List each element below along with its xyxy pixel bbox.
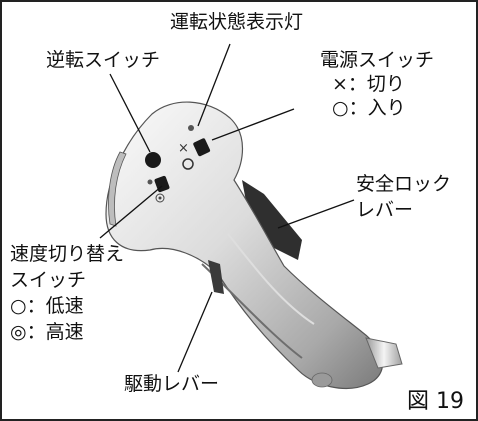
label-speed-switch-high: ◎：高速 bbox=[10, 321, 84, 343]
safety-lock-lever-shape bbox=[242, 180, 302, 260]
power-on-mark bbox=[182, 158, 194, 170]
label-drive-lever: 駆動レバー bbox=[124, 373, 220, 395]
grip-body-shape bbox=[105, 101, 384, 389]
label-speed-switch-line2: スイッチ bbox=[10, 269, 87, 291]
label-speed-switch-low: ○：低速 bbox=[10, 295, 84, 317]
indicator-light bbox=[188, 125, 194, 131]
speed-switch-button bbox=[154, 175, 170, 193]
power-switch-button bbox=[193, 138, 211, 157]
end-cap-shape bbox=[365, 337, 403, 369]
label-power-switch-off: ×：切り bbox=[332, 73, 405, 95]
label-power-switch-on: ○：入り bbox=[332, 97, 406, 119]
label-reverse-switch: 逆転スイッチ bbox=[46, 49, 161, 71]
leader-lines bbox=[99, 43, 355, 373]
side-plate-shape bbox=[108, 151, 127, 227]
drive-lever-shape bbox=[208, 260, 224, 294]
label-power-switch-title: 電源スイッチ bbox=[320, 49, 435, 71]
power-off-mark: × bbox=[178, 141, 189, 156]
label-speed-switch-line1: 速度切り替え bbox=[10, 243, 125, 265]
reverse-switch-button bbox=[145, 152, 161, 168]
label-operation-indicator: 運転状態表示灯 bbox=[170, 11, 304, 33]
grip-contour bbox=[227, 233, 315, 325]
label-safety-lock-line1: 安全ロック bbox=[356, 173, 452, 195]
label-safety-lock-line2: レバー bbox=[356, 199, 414, 221]
figure-number: 図 19 bbox=[407, 389, 464, 414]
